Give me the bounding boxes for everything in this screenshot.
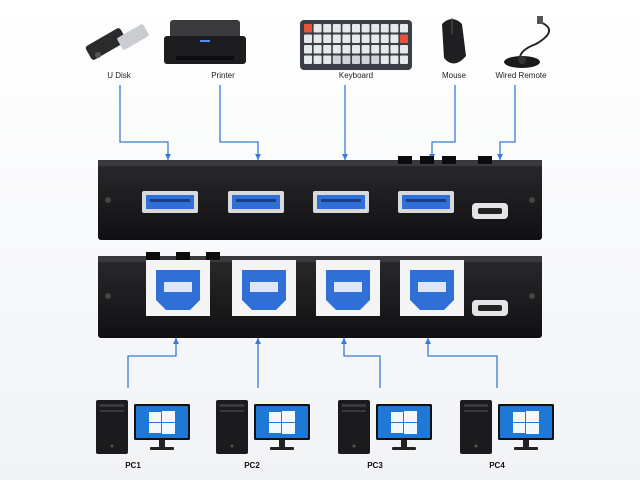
keyboard-icon	[300, 20, 412, 70]
mouse-icon	[442, 18, 466, 64]
downstream-connector-lines	[127, 338, 498, 388]
usb-a-ports	[142, 191, 454, 213]
usb-a-port-4	[398, 191, 454, 213]
pc-icon-3	[338, 400, 432, 454]
usb-b-port-4	[400, 260, 464, 316]
usb-a-port-3	[313, 191, 369, 213]
usb-a-port-1	[142, 191, 198, 213]
usb-b-port-1	[146, 260, 210, 316]
micro-usb-port-bottom	[472, 300, 508, 316]
pc-icon-4	[460, 400, 554, 454]
usb-a-port-2	[228, 191, 284, 213]
pc-label-2: PC2	[244, 461, 260, 470]
usb-b-port-2	[232, 260, 296, 316]
upstream-connector-lines	[119, 85, 516, 160]
pc-label-4: PC4	[489, 461, 505, 470]
device-label-wired-remote: Wired Remote	[495, 71, 547, 80]
micro-usb-port-top	[472, 203, 508, 219]
pc-label-1: PC1	[125, 461, 141, 470]
keyboard-keys	[304, 24, 408, 64]
usb-b-ports	[146, 260, 464, 316]
usb-b-port-3	[316, 260, 380, 316]
downstream-arrowheads	[173, 338, 431, 344]
pc-icon-1	[96, 400, 190, 454]
pc-group	[96, 400, 554, 454]
device-label-printer: Printer	[211, 71, 235, 80]
pc-label-3: PC3	[367, 461, 383, 470]
wired-remote-icon	[504, 16, 550, 68]
device-label-keyboard: Keyboard	[338, 71, 374, 80]
pc-icon-2	[216, 400, 310, 454]
device-label-mouse: Mouse	[441, 71, 466, 80]
printer-icon	[164, 20, 246, 64]
device-label-u-disk: U Disk	[107, 71, 131, 80]
usb-flash-drive-icon	[85, 24, 149, 60]
